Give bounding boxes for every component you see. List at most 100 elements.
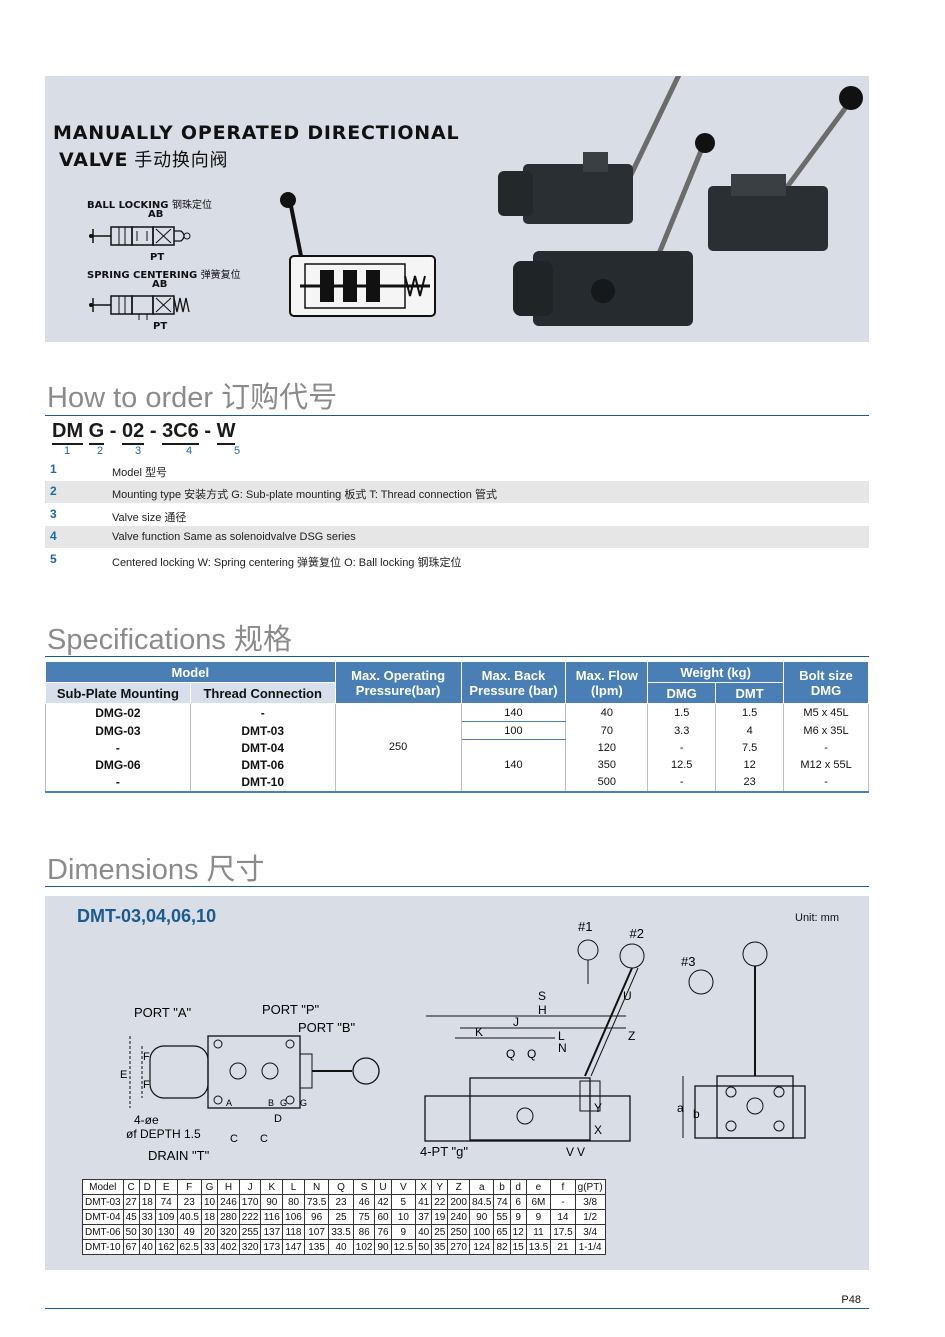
order-row-text: Centered locking W: Spring centering 弹簧复… [112,557,462,569]
ball-locking-port-pt: PT [150,252,165,263]
spec-cell: - [45,739,191,757]
specifications-table: Model Max. Operating Pressure(bar) Max. … [45,661,869,793]
spec-cell: 70 [565,721,649,740]
dim-col-header: b [493,1179,511,1195]
spec-header-max-flow: Max. Flow (lpm) [565,661,649,704]
spec-cell: - [783,773,869,793]
order-row: 5 Centered locking W: Spring centering 弹… [45,549,869,571]
dimensions-subtitle: DMT-03,04,06,10 [77,906,217,926]
svg-text:U: U [623,989,632,1003]
dim-col-header: a [468,1179,495,1195]
drawing-label: #3 [681,954,695,969]
spec-cell: 120 [565,739,649,757]
table-row: DMG-03 DMT-03 100 70 3.3 4 M6 x 35L [45,721,869,740]
spec-header-max-back: Max. Back Pressure (bar) [460,661,567,704]
spec-cell: - [783,739,869,757]
svg-text:B: B [268,1098,274,1108]
table-row: DMG-06 DMT-06 350 12.5 12 M12 x 55L [45,756,869,774]
svg-text:V: V [566,1145,574,1159]
drawing-label: 4-PT "g" [420,1144,468,1159]
svg-text:Q: Q [527,1047,536,1061]
svg-text:D: D [274,1113,282,1125]
svg-text:Q: Q [506,1047,515,1061]
table-row: - DMT-04 140 120 - 7.5 - [45,739,869,793]
spec-cell: DMT-03 [189,721,336,740]
order-code-sep: - [109,420,117,442]
order-code-num-1: 1 [64,445,71,457]
page-number: P48 [841,1294,861,1306]
dim-col-header: X [415,1179,433,1195]
table-header-row: Model C D E F G H J K L N Q S U V X Y Z … [82,1179,606,1195]
svg-text:K: K [475,1025,483,1039]
drawing-label: DRAIN "T" [148,1148,210,1163]
dimensions-table: Model C D E F G H J K L N Q S U V X Y Z … [82,1179,606,1255]
svg-text:Y: Y [594,1101,602,1115]
dim-col-header: f [550,1179,576,1195]
order-row: 2 Mounting type 安装方式 G: Sub-plate mounti… [45,481,869,503]
order-row-text: Valve function Same as solenoidvalve DSG… [112,531,356,543]
drawing-label: PORT "A" [134,1005,192,1020]
spec-cell: 350 [565,756,649,774]
spec-cell: DMG-03 [45,721,191,740]
spec-cell: - [647,773,717,793]
spec-cell: DMT-04 [189,739,336,757]
spec-cell: 100 [460,721,567,740]
spec-header-subplate: Sub-Plate Mounting [45,682,191,704]
dim-col-header: d [509,1179,527,1195]
order-code-num-2: 2 [97,445,104,457]
order-row-text: Mounting type 安装方式 G: Sub-plate mounting… [112,489,497,501]
how-to-order-rule [45,415,869,416]
order-row-num: 3 [50,507,57,521]
spec-cell: 12.5 [647,756,717,774]
svg-text:A: A [226,1098,232,1108]
ball-locking-label: BALL LOCKING 钢珠定位 [87,200,212,211]
svg-text:L: L [558,1029,565,1043]
svg-text:H: H [538,1003,547,1017]
drawing-label: 4-øe [134,1113,159,1127]
svg-text:S: S [538,989,546,1003]
spec-cell: 12 [715,756,785,774]
dimensions-unit: Unit: mm [795,912,839,924]
spec-cell: - [189,703,336,722]
spec-cell: DMT-10 [189,773,336,793]
dimensions-rule [45,886,869,887]
dim-col-header: H [217,1179,240,1195]
spec-cell: M5 x 45L [783,703,869,722]
order-code-sep: - [204,420,212,442]
spring-centering-port-pt: PT [153,321,168,332]
drawing-label: PORT "B" [298,1020,356,1035]
spec-cell: 40 [565,703,649,722]
hero-title-line1: MANUALLY OPERATED DIRECTIONAL [53,122,460,144]
order-code-part-5: W [216,420,236,445]
dim-col-header: Z [447,1179,470,1195]
dim-col-header: N [303,1179,330,1195]
spec-cell: 4 [715,721,785,740]
order-row-num: 5 [50,552,57,566]
spec-header-bolt: Bolt size DMG [783,661,869,704]
svg-text:G: G [300,1098,307,1108]
hero-title-cn: 手动换向阀 [134,150,229,171]
dimensions-panel: DMT-03,04,06,10 Unit: mm PORT "A" PORT "… [45,896,869,1270]
spec-cell: DMT-06 [189,756,336,774]
hero-title-valve: VALVE [59,149,129,171]
spec-header-model: Model [45,661,336,683]
svg-text:F: F [143,1079,150,1091]
spec-header-weight-dmt: DMT [715,682,785,704]
svg-text:E: E [120,1069,127,1081]
svg-text:N: N [558,1041,567,1055]
order-code-sep: - [149,420,157,442]
spec-cell: 500 [565,773,649,793]
svg-text:b: b [693,1107,700,1121]
svg-text:a: a [677,1101,684,1115]
svg-text:X: X [594,1123,602,1137]
ball-locking-port-ab: AB [148,209,164,220]
svg-text:V: V [577,1145,585,1159]
dim-col-header: K [260,1179,284,1195]
order-code-num-3: 3 [135,445,142,457]
dim-col-header: J [238,1179,262,1195]
order-row: 3 Valve size 通径 [45,504,869,526]
spec-cell: M6 x 35L [783,721,869,740]
